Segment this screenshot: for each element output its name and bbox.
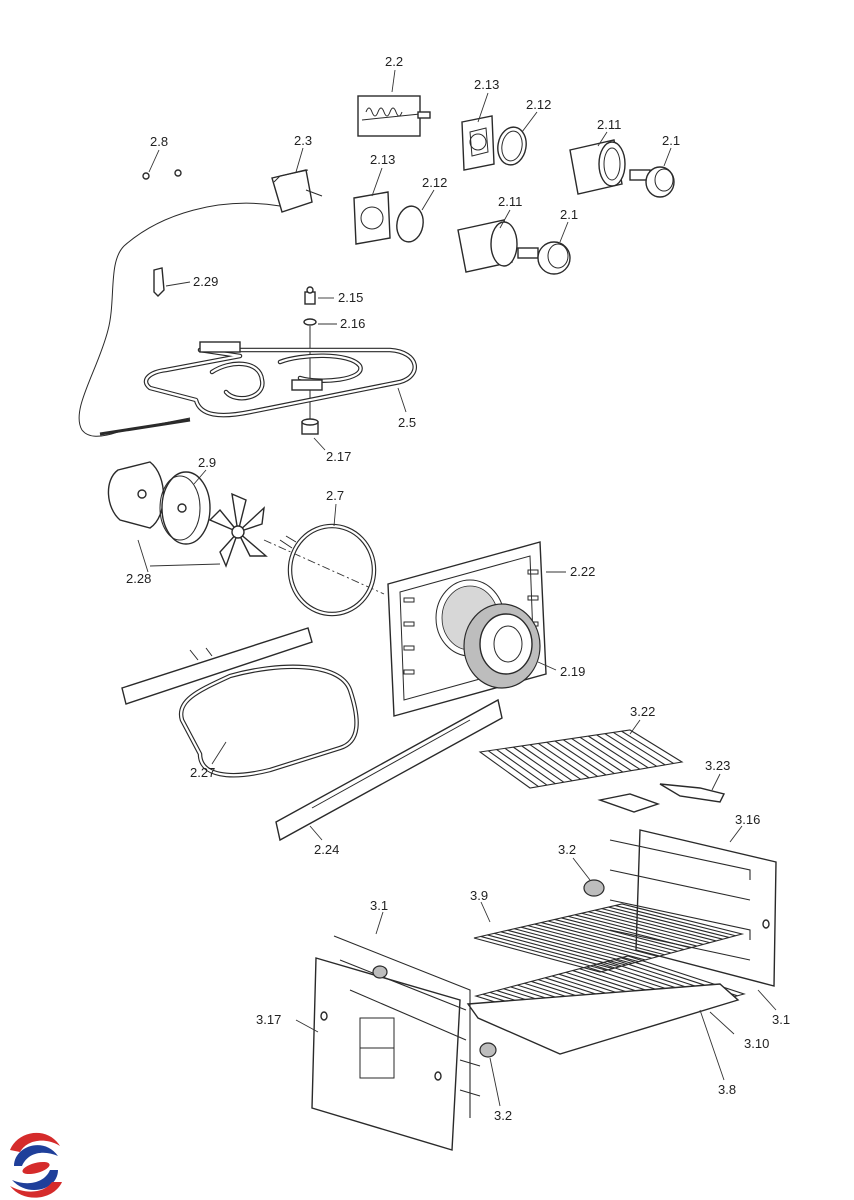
part-3-1-side-rails-right [609,839,751,961]
part-2-9-fan-disk [159,471,211,545]
part-2-2-switch [357,95,431,137]
label-2-1: 2.1 [560,207,578,222]
label-2-17: 2.17 [326,449,351,464]
label-3-16: 3.16 [735,812,760,827]
part-2-16-washer [303,318,317,326]
part-2-11-housing-a [569,139,626,195]
part-3-2-fixing-knob-left [372,965,388,979]
part-3-23-clips [597,783,726,813]
capillary-tube [78,202,281,437]
label-2-9: 2.9 [198,455,216,470]
part-2-28-motor-plate [107,461,165,529]
part-3-2-fixing-knob-lower [479,1042,497,1058]
part-2-12-ring-b [396,205,424,243]
part-labels: 2.2 2.13 2.12 2.11 2.1 2.8 2.3 2.13 2.12… [126,54,790,1123]
part-2-11-housing-b [457,219,518,273]
label-3-2: 3.2 [494,1108,512,1123]
part-element-bracket [121,627,313,705]
label-3-9: 3.9 [470,888,488,903]
brand-logo [4,1132,64,1198]
label-2-3: 2.3 [294,133,312,148]
label-2-16: 2.16 [340,316,365,331]
part-2-13-plate-a [461,115,495,171]
label-2-19: 2.19 [560,664,585,679]
part-3-9-wire-shelf [473,903,745,973]
part-2-17-nut [301,418,319,435]
label-2-28: 2.28 [126,571,151,586]
label-2-11: 2.11 [597,117,621,132]
part-2-27-lower-element [178,664,359,778]
label-2-29: 2.29 [193,274,218,289]
label-3-1: 3.1 [370,898,388,913]
label-2-2: 2.2 [385,54,403,69]
fan-blades [208,492,268,568]
part-2-8-screws [142,169,182,180]
part-2-24-side-strip [275,698,503,842]
label-2-11: 2.11 [498,194,522,209]
leader-lines [137,69,777,1107]
label-2-8: 2.8 [150,134,168,149]
label-2-13: 2.13 [474,77,499,92]
label-3-10: 3.10 [744,1036,769,1051]
part-3-1-side-rails-left [333,935,481,1118]
part-3-17-side-panel [311,957,461,1151]
part-3-10-drip-tray [466,983,740,1055]
label-2-1: 2.1 [662,133,680,148]
part-2-15-connector [304,286,316,305]
label-3-22: 3.22 [630,704,655,719]
label-2-5: 2.5 [398,415,416,430]
label-3-2: 3.2 [558,842,576,857]
part-3-22-wire-shelf [478,729,684,789]
part-2-29-clip [153,267,165,297]
part-2-1-knob-a [629,166,675,198]
part-3-2-fixing-knob-upper [583,879,605,897]
part-3-16-side-panel [635,829,777,987]
part-2-7-ring-element [279,523,377,617]
assembly-axis [263,539,385,595]
part-2-13-plate-b [353,191,391,245]
label-2-22: 2.22 [570,564,595,579]
label-3-8: 3.8 [718,1082,736,1097]
label-3-1: 3.1 [772,1012,790,1027]
part-2-5-grill-element [143,341,417,418]
label-2-12: 2.12 [526,97,551,112]
label-2-24: 2.24 [314,842,339,857]
label-2-27: 2.27 [190,765,215,780]
label-2-7: 2.7 [326,488,344,503]
label-2-15: 2.15 [338,290,363,305]
label-3-17: 3.17 [256,1012,281,1027]
label-3-23: 3.23 [705,758,730,773]
part-2-19-fan-cover [463,603,541,689]
part-2-3-thermostat [271,169,323,213]
label-2-12: 2.12 [422,175,447,190]
part-2-1-knob-b [517,241,571,275]
label-2-13: 2.13 [370,152,395,167]
